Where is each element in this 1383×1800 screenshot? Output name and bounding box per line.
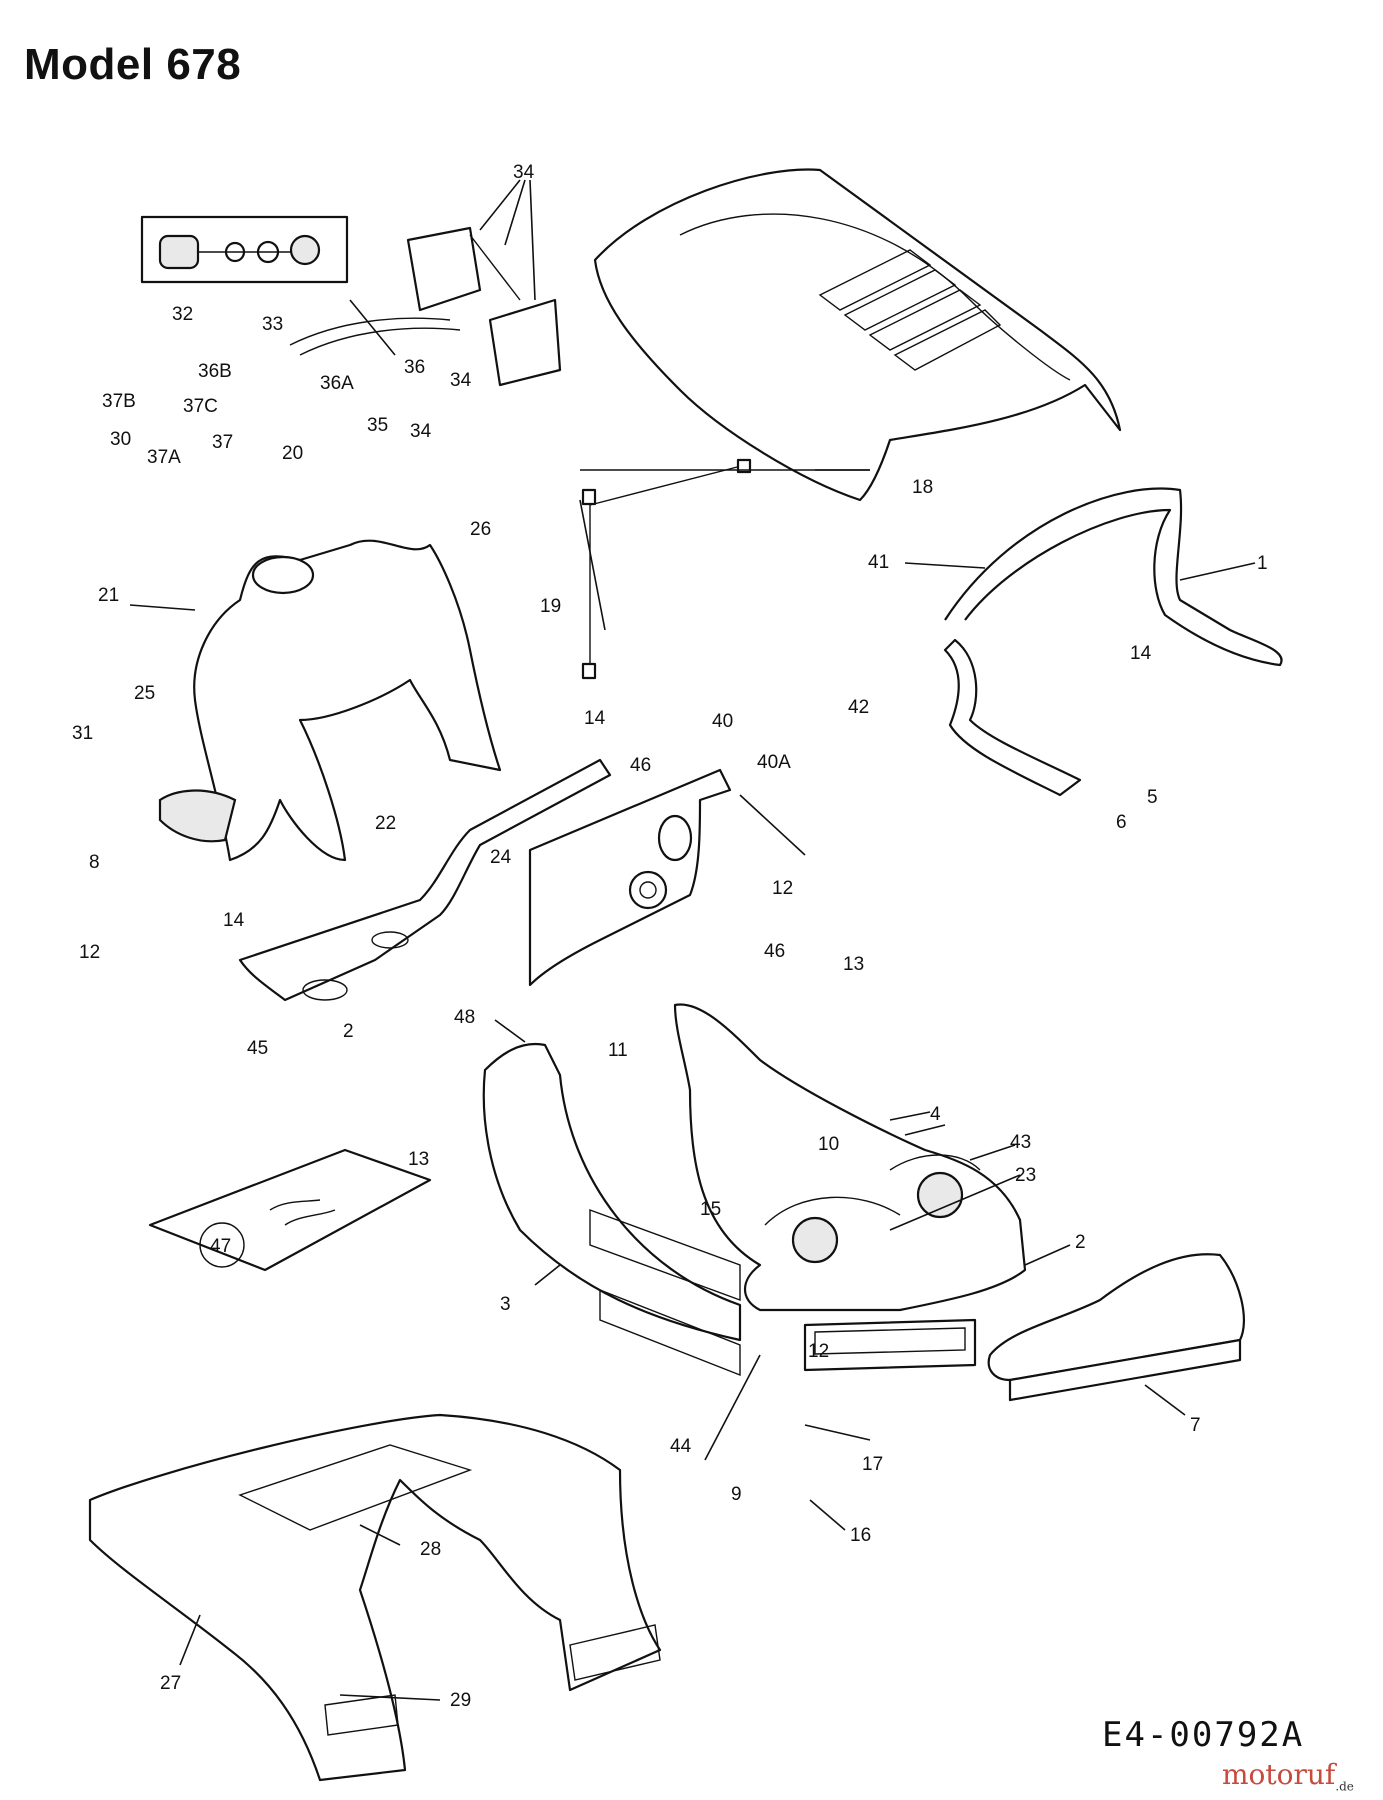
hood-top [593, 168, 1122, 502]
callout-7: 7 [1190, 1415, 1201, 1436]
callout-13: 13 [843, 954, 864, 975]
callout-20: 20 [282, 443, 303, 464]
callout-27: 27 [160, 1673, 181, 1694]
callout-25: 25 [134, 683, 155, 704]
callout-8: 8 [89, 852, 100, 873]
callout-12: 12 [808, 1341, 829, 1362]
callout-35: 35 [367, 415, 388, 436]
callout-37B: 37B [102, 391, 136, 412]
callout-46: 46 [630, 755, 651, 776]
callout-18: 18 [912, 477, 933, 498]
callout-45: 45 [247, 1038, 268, 1059]
front-bumper-bar [943, 487, 1283, 797]
watermark-logo: motoruf.de [1222, 1758, 1354, 1794]
wire-harness [581, 458, 752, 680]
chassis-frame [238, 758, 612, 1002]
callout-40A: 40A [757, 752, 791, 773]
callout-16: 16 [850, 1525, 871, 1546]
callout-37A: 37A [147, 447, 181, 468]
leader-lines [129, 179, 1256, 1701]
callout-14: 14 [584, 708, 606, 729]
callout-5: 5 [1147, 787, 1158, 808]
callout-34: 34 [450, 370, 472, 391]
callout-44: 44 [670, 1436, 692, 1457]
watermark-text: motoruf [1222, 1758, 1336, 1791]
callout-14: 14 [223, 910, 245, 931]
callout-23: 23 [1015, 1165, 1036, 1186]
callout-48: 48 [454, 1007, 475, 1028]
callout-1: 1 [1257, 553, 1268, 574]
callout-14: 14 [1130, 643, 1152, 664]
callout-37C: 37C [183, 396, 218, 417]
callout-36: 36 [404, 357, 425, 378]
callout-29: 29 [450, 1690, 471, 1711]
callout-26: 26 [470, 519, 491, 540]
callout-11: 11 [608, 1040, 628, 1061]
drawing-code: E4-00792A [1102, 1715, 1305, 1755]
bracket-assembly [289, 226, 562, 387]
front-hood-shell [482, 1003, 1027, 1377]
callout-34: 34 [513, 162, 535, 183]
dashboard-tower [158, 539, 502, 862]
callout-2: 2 [1075, 1232, 1086, 1253]
callout-6: 6 [1116, 812, 1127, 833]
dash-panel [528, 768, 732, 987]
callout-31: 31 [72, 723, 93, 744]
callout-36B: 36B [198, 361, 232, 382]
callout-30: 30 [110, 429, 131, 450]
callout-2: 2 [343, 1021, 354, 1042]
callout-42: 42 [848, 697, 869, 718]
callout-21: 21 [98, 585, 119, 606]
callout-22: 22 [375, 813, 396, 834]
callout-43: 43 [1010, 1132, 1031, 1153]
callout-37: 37 [212, 432, 233, 453]
callout-40: 40 [712, 711, 733, 732]
callout-12: 12 [79, 942, 100, 963]
callout-28: 28 [420, 1539, 441, 1560]
callout-12: 12 [772, 878, 793, 899]
callout-41: 41 [868, 552, 889, 573]
callout-46: 46 [764, 941, 785, 962]
rear-fender [88, 1413, 662, 1782]
callout-13: 13 [408, 1149, 429, 1170]
callout-32: 32 [172, 304, 193, 325]
callout-3: 3 [500, 1294, 511, 1315]
callout-10: 10 [818, 1134, 839, 1155]
callout-19: 19 [540, 596, 561, 617]
ignition-switch-box [140, 215, 349, 284]
callout-17: 17 [862, 1454, 883, 1475]
callout-34: 34 [410, 421, 432, 442]
callout-labels: 34 32 33 36B 36A 36 34 37B 37C 37 37A 30… [72, 162, 1268, 1711]
watermark-suffix: .de [1335, 1779, 1354, 1794]
callout-9: 9 [731, 1484, 742, 1505]
front-bumper [987, 1253, 1245, 1402]
floor-mat [148, 1148, 432, 1272]
callout-36A: 36A [320, 373, 354, 394]
callout-4: 4 [930, 1104, 941, 1125]
callout-24: 24 [490, 847, 512, 868]
callout-33: 33 [262, 314, 283, 335]
callout-15: 15 [700, 1199, 721, 1220]
callout-47: 47 [210, 1236, 231, 1257]
diagram-title: Model 678 [24, 40, 242, 89]
